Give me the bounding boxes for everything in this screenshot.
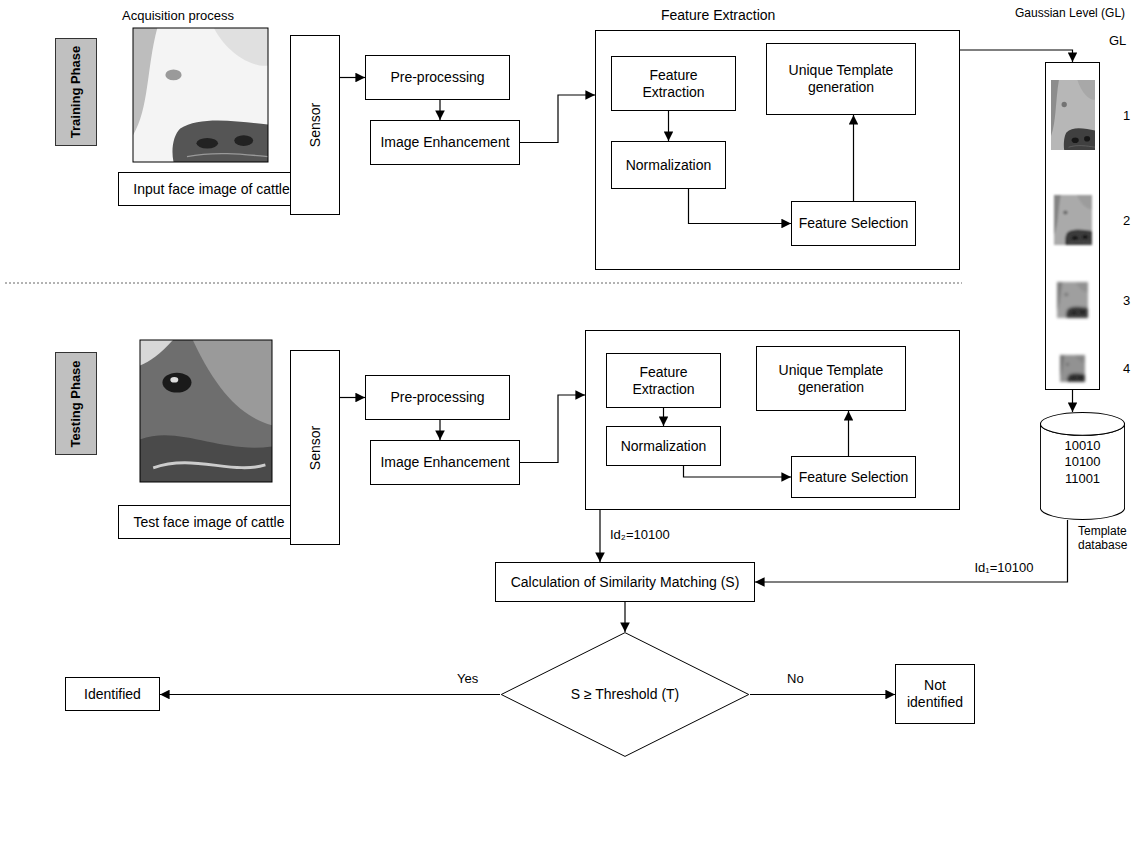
process-box: Feature Extraction — [611, 56, 736, 111]
process-box-text: Normalization — [626, 157, 712, 174]
process-box: Feature Extraction — [606, 353, 721, 408]
decision-diamond-text: S ≥ Threshold (T) — [571, 686, 680, 703]
process-box: Pre-processing — [365, 55, 510, 100]
process-box: Unique Template generation — [766, 43, 916, 115]
gaussian-level-images — [1051, 80, 1095, 382]
process-box: Feature Selection — [791, 201, 916, 246]
flow-arrow — [340, 77, 365, 78]
phase-separator — [5, 283, 962, 284]
flow-arrow — [439, 100, 440, 120]
level-number: 1 — [1123, 108, 1130, 124]
process-box: Unique Template generation — [756, 346, 906, 411]
training-cow-image — [133, 28, 268, 162]
template-code: 11001 — [1065, 471, 1100, 487]
process-box: Normalization — [606, 426, 721, 466]
process-box-text: Calculation of Similarity Matching (S) — [511, 574, 740, 591]
flow-arrow — [520, 95, 595, 143]
level-heading: GL — [1109, 33, 1126, 49]
template-code: 10100 — [1064, 454, 1100, 470]
cylinder-top — [1040, 413, 1124, 436]
process-box-text: Pre-processing — [390, 69, 484, 86]
process-box: Calculation of Similarity Matching (S) — [495, 562, 755, 602]
process-box: Image Enhancement — [370, 440, 520, 485]
edge-label: No — [785, 671, 806, 687]
process-box: Normalization — [611, 141, 726, 189]
flow-arrow — [160, 694, 500, 695]
flow-arrow — [599, 510, 600, 562]
flow-arrow — [750, 694, 895, 695]
diamond-shape — [501, 633, 749, 757]
flow-arrow — [663, 408, 664, 426]
flow-arrow — [755, 520, 1068, 582]
process-box-text: Image Enhancement — [380, 454, 509, 471]
level-number: 4 — [1123, 361, 1130, 377]
sensor-box: Sensor — [290, 35, 340, 215]
database-cylinder: 100101010011001Template database — [1040, 412, 1125, 520]
decision-diamond: S ≥ Threshold (T) — [500, 632, 750, 757]
flow-arrow — [684, 466, 792, 477]
edge-label: Id₁=10100 — [973, 560, 1036, 576]
caption-box: Test face image of cattle — [118, 505, 300, 539]
flow-arrow — [520, 395, 585, 463]
process-box: Image Enhancement — [370, 120, 520, 165]
section-label: Gaussian Level (GL) — [1015, 6, 1125, 20]
process-box: Pre-processing — [365, 375, 510, 420]
caption-box-text: Test face image of cattle — [134, 514, 285, 531]
phase-box: Testing Phase — [55, 352, 97, 455]
phase-box-text: Testing Phase — [68, 360, 84, 447]
flow-arrow — [439, 420, 440, 440]
flow-arrow — [624, 602, 625, 632]
section-label: Acquisition process — [122, 8, 234, 24]
process-box-text: Feature Selection — [799, 469, 909, 486]
flow-arrow — [848, 411, 849, 456]
flow-arrow — [668, 111, 669, 141]
process-box-text: Feature Extraction — [613, 364, 714, 398]
group-heading: Feature Extraction — [661, 7, 775, 24]
edge-label: Yes — [455, 671, 480, 687]
phase-box-text: Training Phase — [68, 46, 84, 138]
template-code: 10010 — [1064, 438, 1100, 454]
sensor-box-text: Sensor — [307, 425, 324, 469]
flow-arrow — [960, 50, 1073, 62]
gaussian-level-strip: GL1234 — [1045, 62, 1100, 390]
flow-arrow — [689, 189, 792, 224]
process-box-text: Feature Selection — [799, 215, 909, 232]
caption-box: Input face image of cattle — [118, 172, 305, 206]
database-caption: Template database — [1078, 524, 1142, 553]
process-box-text: Pre-processing — [390, 389, 484, 406]
process-box-text: Unique Template generation — [763, 362, 899, 396]
sensor-box: Sensor — [290, 350, 340, 545]
phase-box: Training Phase — [55, 38, 97, 146]
group-box: Feature Extraction Unique Template genera… — [595, 30, 960, 270]
edge-label: Id₂=10100 — [608, 527, 672, 543]
level-number: 2 — [1123, 213, 1130, 229]
testing-cow-image — [140, 340, 272, 482]
group-box: Feature Extraction Unique Template genera… — [585, 330, 960, 510]
process-box: Feature Selection — [791, 456, 916, 498]
result-box: Not identified — [895, 664, 975, 724]
result-box: Identified — [65, 677, 160, 711]
result-box-text: Not identified — [902, 677, 968, 711]
process-box-text: Unique Template generation — [773, 62, 909, 96]
cylinder-body — [1040, 424, 1124, 520]
process-box-text: Image Enhancement — [380, 134, 509, 151]
flow-arrow — [1072, 390, 1073, 412]
process-box-text: Feature Extraction — [618, 67, 729, 101]
flow-arrow — [853, 115, 854, 201]
process-box-text: Normalization — [621, 438, 707, 455]
result-box-text: Identified — [84, 686, 141, 703]
flow-arrow — [340, 397, 365, 398]
sensor-box-text: Sensor — [307, 103, 324, 147]
level-number: 3 — [1123, 293, 1130, 309]
caption-box-text: Input face image of cattle — [133, 181, 289, 198]
